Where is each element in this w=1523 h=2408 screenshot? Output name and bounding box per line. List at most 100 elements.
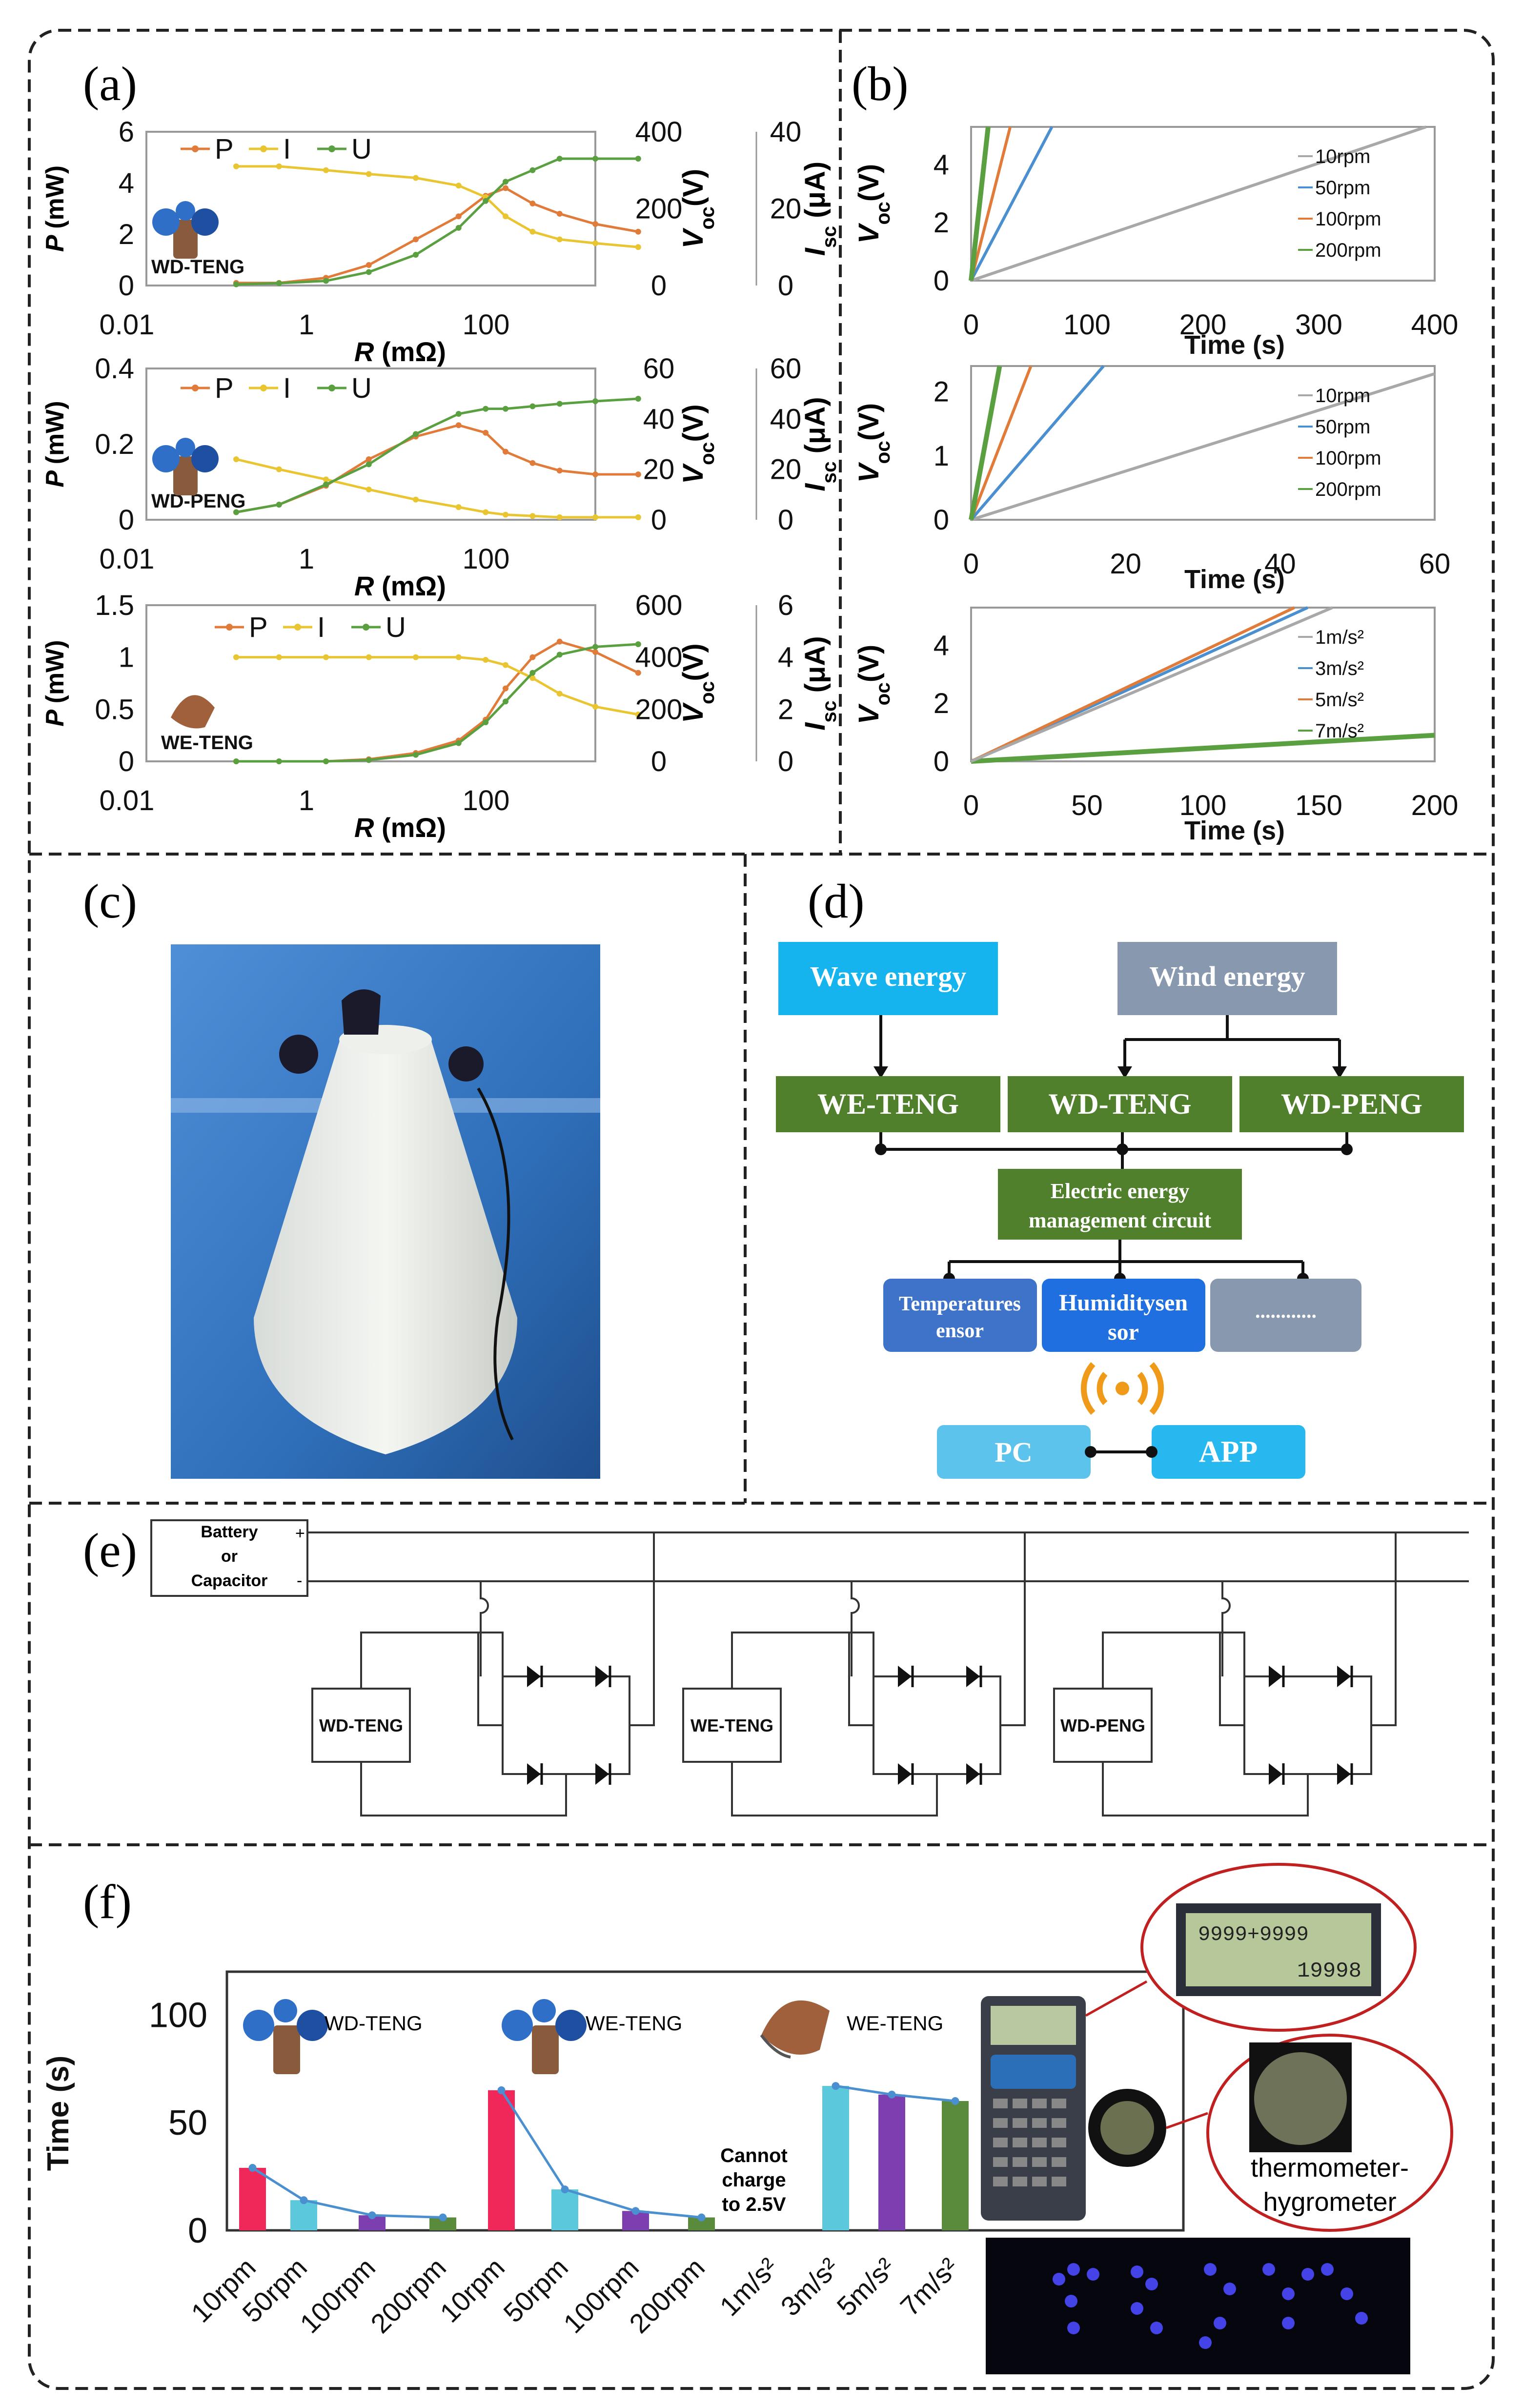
wd-peng-label: WD-PENG — [1281, 1088, 1422, 1120]
series-point-P — [503, 449, 508, 455]
series-point-P — [503, 185, 508, 191]
isc-tick-label: 0 — [778, 746, 793, 777]
more-sensors-box — [1210, 1279, 1361, 1352]
thermometer-device-photo — [1088, 2089, 1166, 2167]
isc-axis-label: Isc (μA) — [799, 397, 840, 491]
series-point-U — [529, 403, 536, 409]
humidity-sensor-line1: Humiditysen — [1059, 1290, 1188, 1316]
time-tick-label: 200 — [1411, 790, 1459, 821]
diode — [1269, 1666, 1282, 1687]
legend-label: 3m/s² — [1315, 658, 1364, 679]
series-point-U — [483, 198, 489, 204]
series-point-U — [592, 156, 598, 162]
series-point-U — [413, 252, 419, 258]
wire — [1219, 1633, 1244, 1726]
time-tick-label: 20 — [1110, 548, 1141, 580]
we-teng-shell-icon — [760, 2000, 830, 2059]
series-point-P — [592, 471, 598, 477]
series-point-I — [455, 654, 462, 660]
series-point-I — [233, 654, 239, 660]
we-teng-box — [776, 1076, 1000, 1132]
series-point-U — [529, 167, 536, 173]
led-dot — [1321, 2263, 1334, 2276]
p-axis-label: P (mW) — [41, 165, 69, 252]
series-point-I — [366, 487, 372, 492]
series-point-I — [276, 466, 282, 472]
series-point-P — [366, 456, 372, 462]
management-circuit-line1: Electric energy — [1051, 1179, 1190, 1203]
series-point-U — [556, 401, 563, 407]
device-label: WD-PENG — [151, 490, 245, 512]
series-line-U — [236, 157, 638, 286]
series-point-U — [556, 156, 563, 162]
trend-point — [561, 2185, 569, 2194]
r-axis-label: R (mΩ) — [354, 812, 446, 843]
time-axis-label: Time (s) — [1184, 565, 1285, 594]
voc-curve — [971, 733, 1435, 764]
time-tick-label: 40 — [1264, 548, 1296, 580]
diode — [898, 1666, 912, 1687]
category-label: 200rpm — [623, 2252, 711, 2339]
series-point-P — [483, 429, 489, 436]
time-tick-label: 50 — [1071, 790, 1103, 821]
r-tick-label: 100 — [463, 543, 510, 575]
series-point-P — [529, 460, 536, 466]
minus-terminal: - — [297, 1571, 302, 1590]
series-point-P — [529, 201, 536, 206]
legend-label-U: U — [351, 372, 372, 404]
wire — [1371, 1633, 1397, 1726]
r-axis-label: R (mΩ) — [354, 571, 446, 601]
panel-a-curves-1 — [233, 156, 641, 287]
wire — [360, 1762, 567, 1816]
legend-marker-U — [328, 145, 335, 152]
bridge-frame — [873, 1675, 1001, 1775]
series-point-U — [483, 719, 489, 725]
category-label: 7m/s² — [894, 2252, 964, 2322]
series-line-I — [236, 458, 638, 519]
time-tick-label: 300 — [1295, 309, 1342, 341]
legend-marker-I — [260, 145, 267, 152]
thermometer-label-line2: hygrometer — [1263, 2187, 1396, 2217]
voc-curve — [969, 366, 1002, 520]
series-point-U — [455, 224, 462, 231]
series-point-I — [635, 514, 641, 520]
p-tick-label: 1 — [119, 642, 134, 673]
time-tick-label: 150 — [1295, 790, 1342, 821]
plot-frame — [145, 131, 596, 286]
r-tick-label: 0.01 — [100, 309, 155, 341]
series-point-U — [592, 398, 598, 405]
series-point-I — [556, 691, 563, 697]
diode — [966, 1666, 980, 1687]
category-label: 10rpm — [434, 2252, 510, 2328]
pc-box — [937, 1425, 1091, 1479]
time-tick-label: 60 — [1419, 548, 1451, 580]
diode — [527, 1763, 541, 1785]
series-point-U — [413, 431, 419, 437]
generator-label: WD-TENG — [319, 1715, 403, 1735]
diode — [595, 1666, 609, 1687]
wireless-signal-icon — [1080, 1362, 1164, 1415]
series-point-I — [455, 183, 462, 189]
series-point-P — [455, 213, 462, 220]
thermometer-zoom-bubble: thermometer- hygrometer — [1206, 2034, 1453, 2232]
group-label-3: WE-TENG — [847, 2012, 943, 2035]
wd-teng-group-icon — [243, 1999, 328, 2074]
series-point-U — [366, 461, 372, 468]
r-tick-label: 100 — [463, 785, 510, 816]
voc-tick-label: 20 — [643, 454, 675, 486]
diode — [1337, 1763, 1351, 1785]
plot-frame — [970, 126, 1436, 282]
voc-axis-label: Voc(V) — [677, 643, 718, 723]
calculator-expression: 9999+9999 — [1198, 1923, 1309, 1946]
legend-label-U: U — [386, 612, 406, 643]
voc-tick-label: 200 — [635, 193, 683, 225]
voc-tick-label: 0 — [934, 504, 949, 536]
series-point-I — [556, 236, 563, 243]
series-point-I — [413, 654, 419, 660]
wave-energy-label: Wave energy — [810, 960, 967, 992]
